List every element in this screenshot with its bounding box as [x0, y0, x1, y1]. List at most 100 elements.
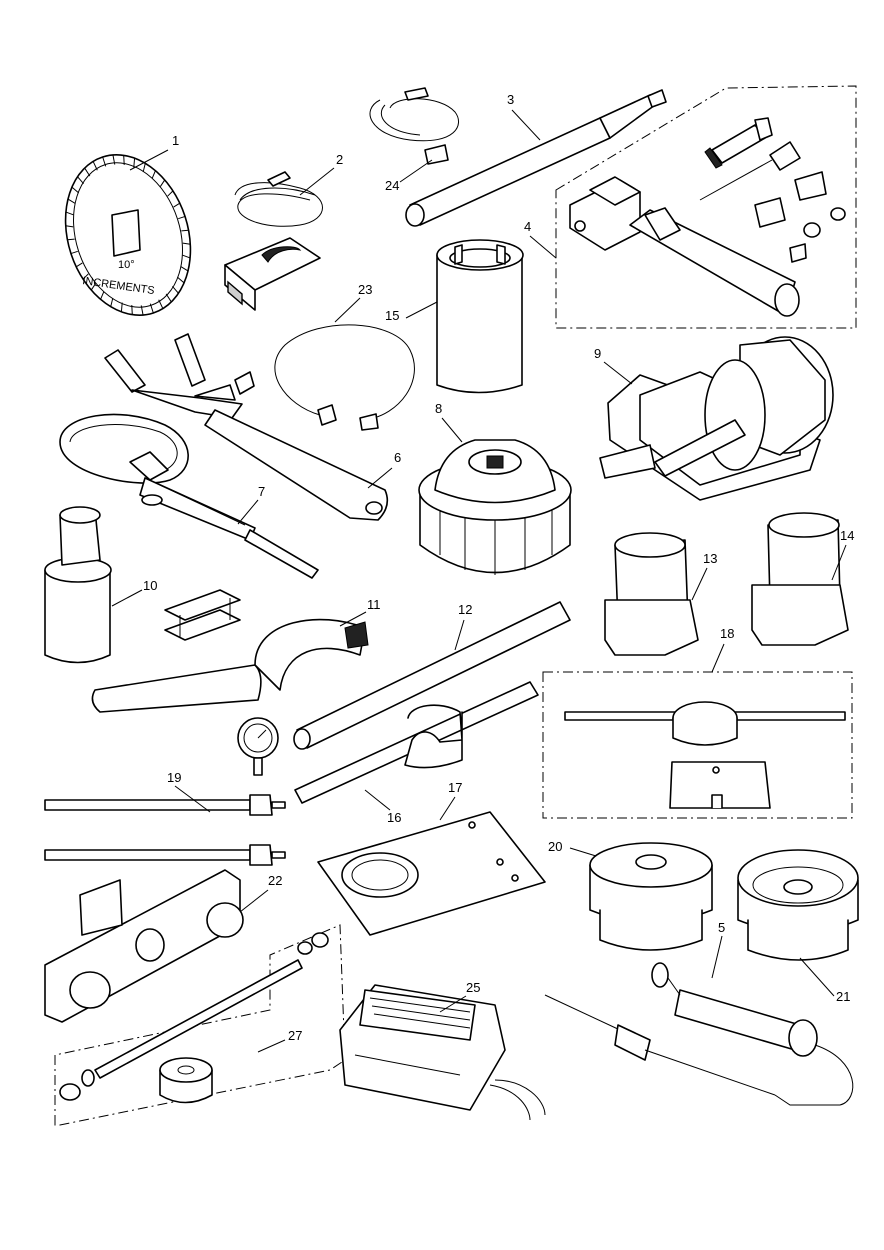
callout-3: 3: [507, 92, 514, 107]
disc-tick: [180, 266, 189, 272]
leader-line-17: [439, 796, 456, 821]
disc-tick: [172, 285, 179, 294]
disc-tick: [82, 273, 89, 280]
callout-7: 7: [258, 484, 265, 499]
drift-20: [589, 842, 713, 951]
callout-17: 17: [448, 780, 462, 795]
callout-2: 2: [336, 152, 343, 167]
disc-tick: [167, 190, 174, 197]
leader-line-21: [799, 957, 835, 997]
callout-6: 6: [394, 450, 401, 465]
leader-lines: [111, 109, 847, 1053]
leader-line-10: [111, 589, 143, 607]
pin-spanner: [104, 333, 389, 521]
disc-tick: [133, 158, 136, 168]
disc-tick: [123, 155, 125, 165]
leader-line-25: [439, 995, 467, 1013]
drift-21: [737, 849, 859, 961]
callout-1: 1: [172, 133, 179, 148]
alignment-plate: [317, 811, 546, 936]
disc-tick: [71, 186, 79, 194]
callout-10: 10: [143, 578, 157, 593]
disc-tick: [177, 276, 185, 284]
leader-line-5: [711, 935, 723, 979]
fuel-pressure-tester: [544, 962, 854, 1106]
group-box-4: [555, 85, 857, 329]
hex-drift: [44, 506, 112, 664]
long-rod: [293, 601, 571, 750]
callout-23: 23: [358, 282, 372, 297]
disc-tick: [112, 154, 116, 165]
disc-tick: [151, 170, 156, 179]
connector-lead: [274, 324, 415, 431]
castellated-socket: [436, 239, 524, 394]
callout-25: 25: [466, 980, 480, 995]
leader-line-24: [399, 159, 433, 183]
disc-tick: [70, 250, 78, 255]
disc-tick: [120, 302, 123, 312]
disc-tick: [182, 242, 191, 245]
callout-9: 9: [594, 346, 601, 361]
callout-24: 24: [385, 178, 399, 193]
leader-line-3: [511, 109, 541, 141]
leader-line-7: [237, 499, 259, 525]
callout-21: 21: [836, 989, 850, 1004]
callout-13: 13: [703, 551, 717, 566]
disc-tick: [77, 176, 84, 185]
disc-tick: [75, 262, 83, 268]
adaptor-13: [604, 532, 699, 656]
callout-11: 11: [367, 597, 381, 612]
disc-tick: [100, 291, 105, 300]
callout-5: 5: [718, 920, 725, 935]
puller-kit: [569, 117, 846, 317]
leader-line-20: [569, 847, 597, 857]
bearing-press: [599, 336, 834, 501]
leader-line-2: [299, 167, 335, 196]
leader-line-4: [529, 235, 557, 259]
leader-line-18: [711, 643, 725, 673]
leader-line-8: [441, 417, 463, 443]
disc-tick: [140, 305, 144, 316]
c-spanner: [91, 618, 369, 713]
callout-19: 19: [167, 770, 181, 785]
callout-12: 12: [458, 602, 472, 617]
leader-line-23: [334, 297, 361, 323]
callout-16: 16: [387, 810, 401, 825]
dial-label-line1: 10°: [118, 259, 135, 271]
disc-tick: [110, 297, 114, 307]
leader-line-15: [405, 301, 438, 319]
fork-holding-tool: [294, 681, 539, 804]
leader-line-16: [364, 789, 391, 811]
callout-4: 4: [524, 219, 531, 234]
leader-line-27: [257, 1039, 286, 1053]
threaded-rod-kit: [59, 932, 329, 1104]
leader-line-6: [367, 467, 393, 489]
disc-tick: [149, 303, 154, 314]
disc-tick: [65, 211, 74, 216]
callout-18: 18: [720, 626, 734, 641]
small-bracket: [164, 589, 241, 641]
group-box-27: [54, 924, 346, 1126]
leader-line-13: [691, 567, 708, 601]
disc-tick: [165, 293, 172, 303]
long-bar-tool: [405, 89, 667, 227]
group-box-18: [542, 671, 853, 819]
disc-tick: [90, 283, 97, 291]
disc-tick: [178, 215, 186, 220]
disc-tick: [102, 156, 107, 167]
compression-gauge: [44, 717, 286, 866]
spacer-bar: [44, 869, 244, 1023]
leader-line-22: [239, 889, 269, 913]
adaptor-14: [751, 512, 849, 646]
disc-tick: [142, 163, 146, 173]
strap-wrench: [59, 413, 319, 579]
disc-tick: [67, 238, 75, 241]
disc-tick: [158, 299, 164, 309]
disc-tick: [67, 198, 76, 204]
die-holder: [564, 701, 846, 809]
harness-lead: [369, 87, 459, 165]
callout-15: 15: [385, 308, 399, 323]
disc-tick: [182, 254, 191, 259]
